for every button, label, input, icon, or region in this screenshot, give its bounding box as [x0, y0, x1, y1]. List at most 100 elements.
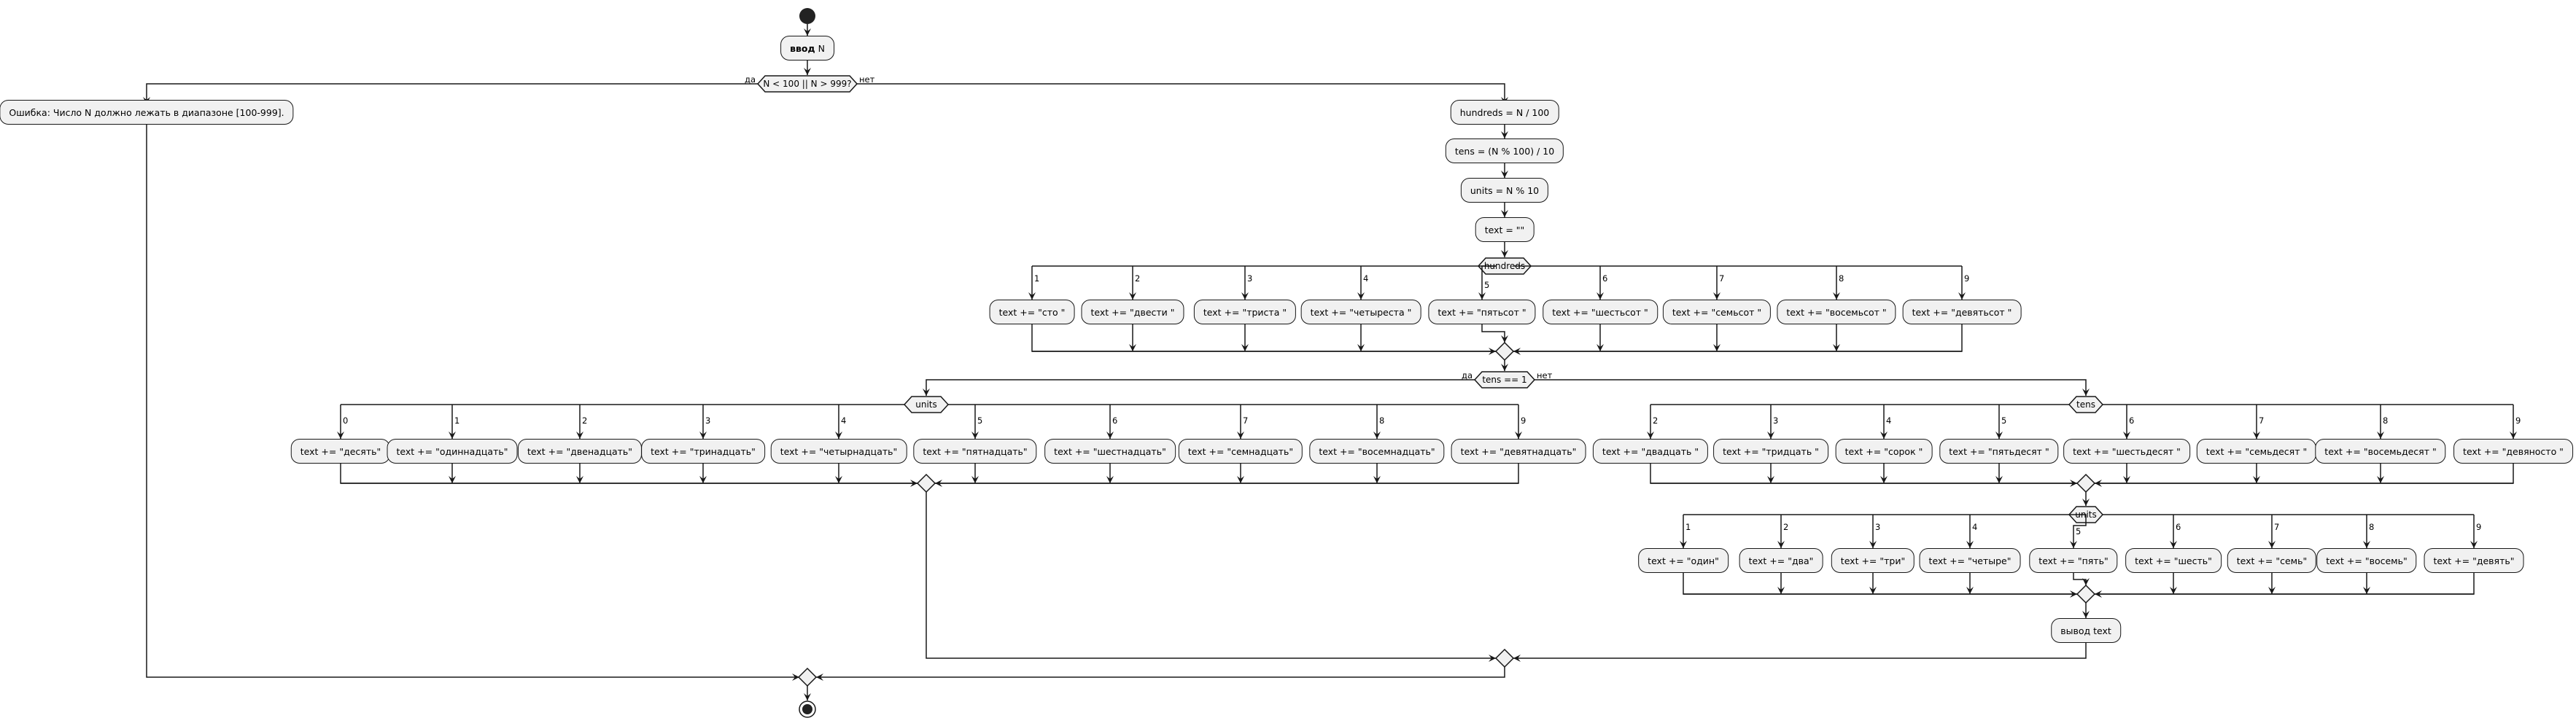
input-node: ввод N: [780, 36, 834, 60]
arrowhead: [1237, 476, 1244, 483]
teens-case-8-label: 8: [1379, 415, 1385, 426]
arrowhead: [1958, 292, 1966, 300]
arrowhead: [1713, 292, 1720, 300]
arrowhead: [1647, 432, 1654, 439]
hundreds-case-1-node: text += "сто ": [989, 300, 1075, 324]
tens-case-4-label: 4: [1886, 415, 1892, 426]
arrowhead: [1106, 476, 1114, 483]
arrowhead: [2082, 499, 2090, 506]
tens-case-5-label: 5: [2001, 415, 2007, 426]
units-case-4-node: text += "четыре": [1919, 548, 2021, 573]
units-case-9-label: 9: [2476, 522, 2482, 532]
arrowhead: [1501, 364, 1508, 371]
arrowhead: [804, 28, 811, 36]
arrowhead: [2170, 587, 2177, 594]
arrowhead: [835, 476, 842, 483]
hundreds-switch-label: hundreds: [1483, 261, 1526, 271]
edge-tens-no: [1535, 379, 2087, 396]
edge-inner-merge-out: [816, 667, 1505, 678]
teens-case-9-node: text += "девятнадцать": [1451, 439, 1586, 464]
tens-case-6-node: text += "шестьдесят ": [2063, 439, 2190, 464]
arrowhead: [2082, 578, 2090, 585]
arrowhead: [449, 476, 456, 483]
hundreds-case-9-label: 9: [1964, 273, 1970, 284]
arrowhead: [1241, 292, 1249, 300]
units-case-1-label: 1: [1685, 522, 1691, 532]
arrowhead: [2253, 476, 2260, 483]
arrowhead: [1680, 541, 1687, 548]
edge-output-to-final: [1513, 643, 2087, 659]
hundreds-case-8-node: text += "восемьсот ": [1777, 300, 1896, 324]
teens-case-0-node: text += "десять": [290, 439, 391, 464]
edge-range-yes: [146, 83, 758, 104]
tens-case-5-node: text += "пятьдесят ": [1939, 439, 2059, 464]
arrowhead: [1713, 344, 1720, 351]
tens-case-3-node: text += "тридцать ": [1713, 439, 1828, 464]
arrowhead: [2268, 587, 2276, 594]
arrowhead: [1501, 210, 1508, 217]
teens-case-7-label: 7: [1243, 415, 1249, 426]
teens-case-8-node: text += "восемнадцать": [1309, 439, 1445, 464]
step-node-0: hundreds = N / 100: [1450, 100, 1559, 125]
arrowhead: [1357, 292, 1365, 300]
arrowhead: [2268, 541, 2276, 548]
teens-case-5-label: 5: [977, 415, 983, 426]
teens-case-7-node: text += "семнадцать": [1178, 439, 1303, 464]
teens-case-4-label: 4: [841, 415, 847, 426]
arrowhead: [1597, 344, 1604, 351]
teens-case-5-node: text += "пятнадцать": [913, 439, 1037, 464]
units-case-2-label: 2: [1783, 522, 1789, 532]
arrowhead: [2123, 476, 2130, 483]
teens-case-9-label: 9: [1521, 415, 1526, 426]
hundreds-case-6-node: text += "шестьсот ": [1543, 300, 1658, 324]
hundreds-case-2-node: text += "двести ": [1081, 300, 1184, 324]
tens-case-2-label: 2: [1653, 415, 1659, 426]
error-message-node: Ошибка: Число N должно лежать в диапазон…: [0, 100, 294, 125]
teens-case-6-node: text += "шестнадцать": [1044, 439, 1176, 464]
teens-case-4-node: text += "четырнадцать": [770, 439, 907, 464]
arrowhead: [699, 476, 707, 483]
hundreds-case-9-node: text += "девятьсот ": [1902, 300, 2022, 324]
hundreds-case-3-node: text += "триста ": [1193, 300, 1297, 324]
hundreds-case-7-node: text += "семьсот ": [1662, 300, 1772, 324]
tens-case-8-node: text += "восемьдесят ": [2315, 439, 2446, 464]
range-check-decision-label: N < 100 || N > 999?: [763, 79, 852, 89]
tens-case-7-label: 7: [2259, 415, 2265, 426]
arrowhead: [2070, 541, 2077, 548]
arrowhead: [1373, 476, 1381, 483]
tens-case-9-label: 9: [2515, 415, 2521, 426]
hundreds-case-1-label: 1: [1034, 273, 1040, 284]
edge-hundreds-out-5: [1481, 324, 1505, 343]
tens-case-7-node: text += "семьдесят ": [2196, 439, 2317, 464]
arrowhead: [2170, 541, 2177, 548]
units-case-9-node: text += "девять": [2424, 548, 2524, 573]
units-case-4-label: 4: [1972, 522, 1978, 532]
arrowhead: [804, 693, 811, 700]
arrowhead: [1767, 476, 1774, 483]
arrowhead: [1129, 292, 1136, 300]
tens-case-4-node: text += "сорок ": [1835, 439, 1933, 464]
arrowhead: [1995, 476, 2003, 483]
arrowhead: [923, 389, 930, 396]
teens-case-3-label: 3: [705, 415, 711, 426]
units-case-6-node: text += "шесть": [2125, 548, 2222, 573]
tens-case-2-node: text += "двадцать ": [1592, 439, 1709, 464]
arrowhead: [1777, 587, 1785, 594]
arrowhead: [2253, 432, 2260, 439]
range-no-label: нет: [859, 74, 875, 85]
hundreds-case-4-node: text += "четыреста ": [1300, 300, 1421, 324]
arrowhead: [1501, 171, 1508, 178]
arrowhead: [971, 432, 979, 439]
units-case-1-node: text += "один": [1638, 548, 1729, 573]
step-node-3: text = "": [1475, 217, 1535, 242]
arrowhead: [337, 432, 344, 439]
arrowhead: [2363, 541, 2370, 548]
teens-case-1-node: text += "одиннадцать": [387, 439, 518, 464]
arrowhead: [2082, 611, 2090, 618]
hundreds-case-5-node: text += "пятьсот ": [1428, 300, 1536, 324]
range-yes-label: да: [745, 74, 756, 85]
tens-switch-label: tens: [2076, 399, 2095, 410]
